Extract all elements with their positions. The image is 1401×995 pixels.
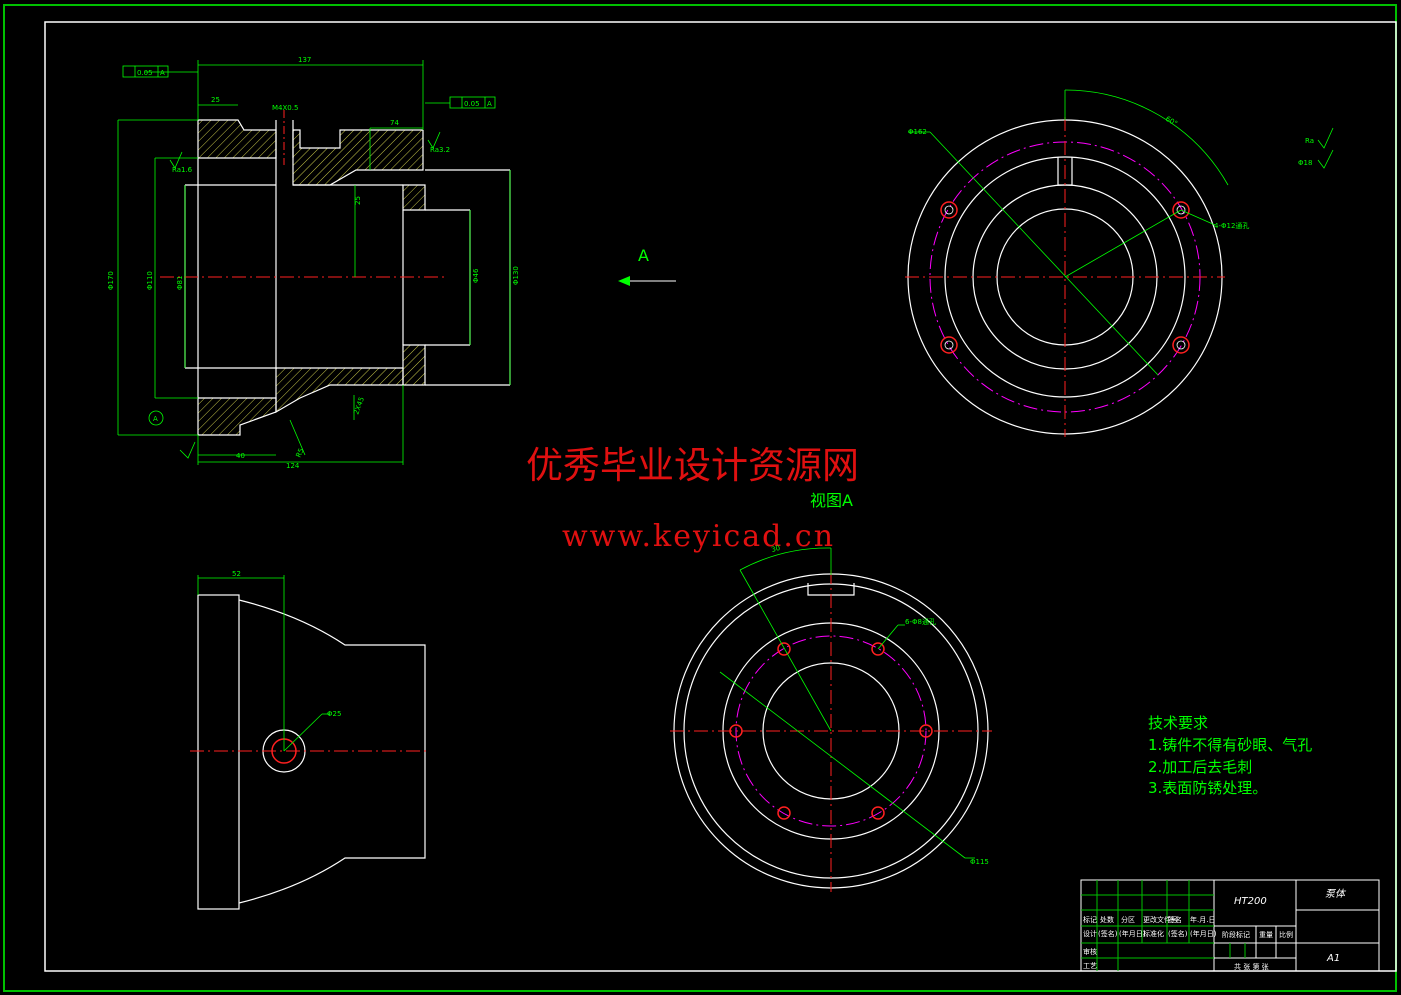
tech-req-heading: 技术要求 <box>1148 714 1208 732</box>
dim-r-label: R5 <box>295 447 306 459</box>
bolt-hole <box>1172 336 1190 354</box>
end-view-top: 60° Φ162 4-Φ12通孔 <box>905 89 1249 437</box>
end-bottom-angle: 30 <box>770 544 781 554</box>
dim-d-sm: Φ46 <box>472 268 480 283</box>
tb-row-2-label: (签名) <box>1098 929 1118 938</box>
dim-total-len: 137 <box>298 56 311 64</box>
tech-requirements: 技术要求 1.铸件不得有砂眼、气孔 2.加工后去毛刺 3.表面防锈处理。 <box>1148 714 1312 797</box>
tech-req-item-3: 3.表面防锈处理。 <box>1148 779 1267 797</box>
dim-d-bore: Φ81 <box>176 276 184 290</box>
tb-row-2-label: 标准化 <box>1143 929 1164 938</box>
dim-hole-label: M4X0.5 <box>272 104 298 112</box>
hatch-top-right <box>403 185 425 210</box>
tb-row-2-label: (年月日) <box>1119 929 1146 938</box>
tb-stage: 阶段标记 <box>1222 930 1250 939</box>
dim-chamfer: 2X45 <box>352 396 366 416</box>
side-width-label: 52 <box>232 570 241 578</box>
tb-sheet: A1 <box>1326 953 1340 964</box>
end-top-pcd: Φ162 <box>908 128 927 136</box>
dim-d-outer: Φ170 <box>107 271 115 290</box>
dim-len-40: 40 <box>236 452 245 460</box>
tb-part-name: 泵体 <box>1325 888 1347 900</box>
tb-row-2-label: (年月日) <box>1190 929 1217 938</box>
tb-row-2-label: 设计 <box>1083 929 1097 938</box>
bolt-hole-small <box>777 806 791 820</box>
tech-req-item-1: 1.铸件不得有砂眼、气孔 <box>1148 736 1312 754</box>
datum-label: A <box>153 415 158 423</box>
end-bottom-pcd: Φ115 <box>970 858 989 866</box>
tol-left-datum: A <box>160 69 165 77</box>
inner-frame <box>44 21 1397 972</box>
bolt-hole-small <box>871 642 885 656</box>
tb-material: HT200 <box>1234 896 1267 907</box>
hatch-top-body <box>293 130 423 185</box>
rough-1: Ra1.6 <box>172 166 193 174</box>
hatch-bottom-flange <box>198 398 276 435</box>
hatch-bottom-body <box>276 368 403 412</box>
datum-symbol <box>148 410 164 426</box>
tb-weight: 重量 <box>1259 931 1273 939</box>
tb-row-1-label: 分区 <box>1121 915 1135 924</box>
end-bottom-holes: 6-Φ8通孔 <box>905 617 936 626</box>
tb-row-1-label: 处数 <box>1100 915 1114 924</box>
hatch-bottom-right <box>403 345 425 385</box>
tb-review: 审核 <box>1083 947 1097 956</box>
roughness-note: Ra Φ18 <box>1298 127 1334 169</box>
side-hole-label: Φ25 <box>327 710 341 718</box>
bolt-hole <box>940 201 958 219</box>
bolt-hole <box>940 336 958 354</box>
dim-d-right: Φ130 <box>512 266 520 285</box>
rough-2: Ra3.2 <box>430 146 450 154</box>
watermark-title: 优秀毕业设计资源网 <box>526 444 859 487</box>
bolt-hole-small <box>729 724 743 738</box>
side-view: 52 Φ25 <box>190 570 430 910</box>
tol-right-datum: A <box>487 100 492 108</box>
tb-row-1-label: 年.月.日 <box>1190 915 1215 924</box>
tb-sheet-count: 共 张 第 张 <box>1234 962 1269 971</box>
view-arrow-label: A <box>638 246 649 265</box>
tb-scale: 比例 <box>1279 930 1293 939</box>
hatch-top-flange <box>198 120 276 158</box>
tb-row-1-label: 标记 <box>1083 915 1097 924</box>
dim-d-inner: Φ110 <box>146 271 154 290</box>
tol-right: 0.05 <box>464 100 480 108</box>
tb-process: 工艺 <box>1083 962 1097 970</box>
dim-angle: 25 <box>354 196 362 205</box>
dim-len-124: 124 <box>286 462 300 470</box>
tb-row-2-label: (签名) <box>1168 929 1188 938</box>
watermark-url: www.keyicad.cn <box>562 519 835 554</box>
rough-note-1: Ra <box>1305 137 1314 145</box>
section-view: 137 25 M4X0.5 74 40 124 Φ170 Φ110 Φ81 Φ1… <box>107 56 520 470</box>
end-view-bottom: 30 6-Φ8通孔 Φ115 <box>670 544 992 892</box>
title-block: HT200 泵体 A1 标记 处数 分区 更改文件号 签名 年.月.日 设计 (… <box>1080 879 1380 972</box>
bolt-hole-small <box>871 806 885 820</box>
tb-row-1-label: 更改文件号 <box>1143 915 1178 924</box>
view-arrow-a: A <box>618 246 676 286</box>
tol-left: 0.05 <box>137 69 153 77</box>
tb-row-1-label: 签名 <box>1168 915 1182 924</box>
end-top-angle: 60° <box>1164 115 1179 128</box>
bolt-hole-small <box>919 724 933 738</box>
end-top-holes: 4-Φ12通孔 <box>1214 221 1249 230</box>
rough-note-2: Φ18 <box>1298 159 1312 167</box>
dim-len-74: 74 <box>390 119 399 127</box>
view-a-label: 视图A <box>810 491 853 510</box>
bolt-hole <box>1172 201 1190 219</box>
bolt-hole-small <box>777 642 791 656</box>
dim-flange-t: 25 <box>211 96 220 104</box>
tech-req-item-2: 2.加工后去毛刺 <box>1148 758 1252 776</box>
